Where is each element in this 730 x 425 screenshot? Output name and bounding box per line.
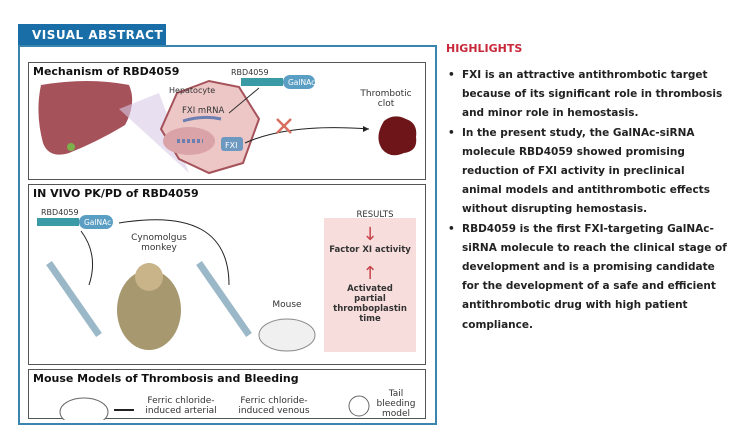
clot-icon <box>378 116 417 156</box>
model-arterial: Ferric chloride-induced arterial <box>145 396 217 416</box>
highlight-item: RBD4059 is the first FXI-targeting GalNA… <box>448 220 728 335</box>
svg-text:GalNAc: GalNAc <box>84 218 111 227</box>
svg-text:RBD4059: RBD4059 <box>41 208 79 217</box>
monkey-icon <box>117 270 181 350</box>
mouse-label: Mouse <box>272 300 302 310</box>
fxi-label: FXI <box>225 141 237 150</box>
invivo-panel: IN VIVO PK/PD of RBD4059 RBD4059 GalNAc … <box>28 184 426 365</box>
svg-text:GalNAc: GalNAc <box>288 78 315 87</box>
invivo-title: IN VIVO PK/PD of RBD4059 <box>33 187 199 200</box>
fxi-box <box>221 137 243 151</box>
mouse-models-title: Mouse Models of Thrombosis and Bleeding <box>33 372 299 385</box>
galnac-pill <box>79 215 113 229</box>
mouse-models-panel: Mouse Models of Thrombosis and Bleeding … <box>28 369 426 420</box>
mechanism-panel: Mechanism of RBD4059 FXI GalNAc RBD4059 … <box>28 62 426 180</box>
highlights-title: HIGHLIGHTS <box>446 42 523 55</box>
cross-icon <box>276 118 292 134</box>
mouse-icon <box>348 395 370 417</box>
liver-icon <box>38 81 133 155</box>
svg-text:FXI mRNA: FXI mRNA <box>182 106 224 116</box>
gallbladder-icon <box>67 143 75 151</box>
syringe-icon <box>46 261 102 337</box>
result-aptt: Activated partial thromboplastin time <box>333 284 407 324</box>
svg-text:RBD4059: RBD4059 <box>231 68 269 77</box>
results-box: ↓ Factor XI activity ↑ Activated partial… <box>324 218 416 352</box>
mouse-icon <box>59 397 109 420</box>
results-title: RESULTS <box>356 210 394 220</box>
mouse-models-illustration <box>59 395 370 420</box>
clot-label: Thrombotic clot <box>360 89 412 109</box>
highlights-list: FXI is an attractive antithrombotic targ… <box>448 66 728 335</box>
visual-abstract-tab: VISUAL ABSTRACT <box>18 24 166 46</box>
galnac-pill <box>283 75 315 89</box>
up-arrow-icon: ↑ <box>362 263 378 284</box>
invivo-illustration: RBD4059 GalNAc <box>37 208 316 352</box>
result-factor-xi: Factor XI activity <box>329 245 411 255</box>
model-tail-bleeding: Tail bleeding model <box>376 389 416 419</box>
syringe-icon <box>196 261 252 337</box>
monkey-label: Cynomolgus monkey <box>131 233 187 253</box>
mechanism-illustration: FXI GalNAc RBD4059 Hepatocyte FXI mRNA <box>38 68 417 175</box>
highlight-item: In the present study, the GalNAc-siRNA m… <box>448 124 728 220</box>
mouse-icon <box>258 318 316 352</box>
highlight-item: FXI is an attractive antithrombotic targ… <box>448 66 728 124</box>
mechanism-title: Mechanism of RBD4059 <box>33 65 180 78</box>
down-arrow-icon: ↓ <box>362 224 378 245</box>
model-venous: Ferric chloride-induced venous <box>238 396 310 416</box>
svg-text:Hepatocyte: Hepatocyte <box>169 86 215 95</box>
